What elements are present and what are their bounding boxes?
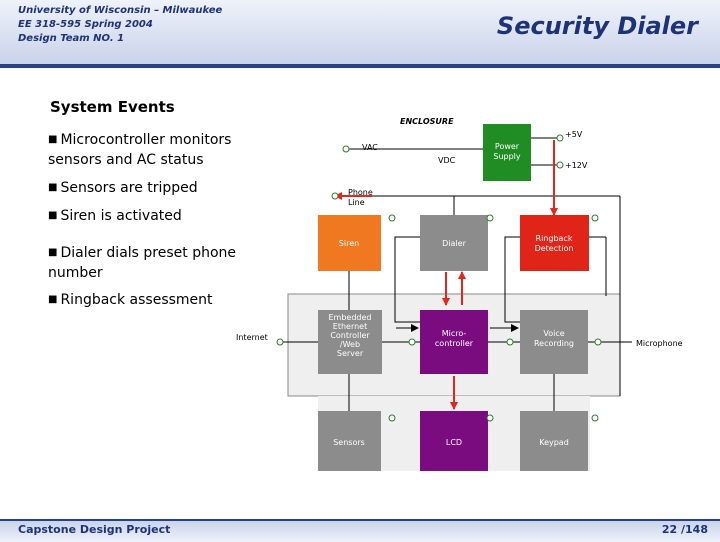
bullet-text: Dialer dials preset phone number [48,245,237,281]
bullet-text: Microcontroller monitors sensors and AC … [48,132,232,168]
footer-bar: Capstone Design Project 22 /148 [0,519,720,542]
header-rule [0,64,720,68]
header-bar [0,0,720,64]
lower-enclosure-extension [318,396,590,471]
sensors-label: Sensors [333,438,365,447]
vac-terminal [342,145,350,153]
course-info: University of Wisconsin – Milwaukee EE 3… [18,4,222,46]
micro-label: Micro-controller [435,329,474,348]
internet-label: Internet [236,333,268,342]
bullet-item: ■Dialer dials preset phone number [48,245,237,281]
bullet-item: ■Sensors are tripped [48,180,198,196]
lcd-terminal [486,414,494,422]
slide-title: Security Dialer [496,12,698,40]
siren-label: Siren [339,239,359,248]
siren-terminal [388,214,396,222]
sensors-terminal [388,414,396,422]
keypad-label: Keypad [539,438,569,447]
bullet-item: ■Ringback assessment [48,292,213,308]
voice-terminal [594,338,602,346]
dialer-label: Dialer [442,239,466,248]
phone-line-terminal [331,192,339,200]
vdc-label: VDC [438,156,456,165]
internet-terminal [276,338,284,346]
team-name: Design Team NO. 1 [18,33,125,44]
ringback-block [520,215,589,271]
v12-label: +12V [565,161,588,170]
lcd-block [420,411,488,471]
v12-terminal [556,161,564,169]
micro-block [420,310,488,374]
micro-left-terminal [408,338,416,346]
dialer-terminal [486,214,494,222]
lower-enclosure [287,293,621,397]
page-number: 22 /148 [661,523,708,536]
lcd-label: LCD [446,438,462,447]
bullet-text: Siren is activated [60,208,182,224]
vac-label: VAC [362,143,378,152]
ethernet-block [318,310,382,374]
bullet-text: Ringback assessment [60,292,213,308]
voice-block [520,310,588,374]
course-name: EE 318-595 Spring 2004 [18,19,153,30]
ringback-voice-link [504,236,520,323]
sensors-block [318,411,381,471]
micro-right-terminal [506,338,514,346]
ringback-terminal [591,214,599,222]
bullet-item: ■Microcontroller monitors sensors and AC… [48,132,232,168]
enclosure-label: ENCLOSURE [400,117,454,126]
bullet-item: ■Siren is activated [48,208,182,224]
dialer-block [420,215,488,271]
v5-terminal [556,134,564,142]
dialer-eth-link [394,236,420,323]
siren-block [318,215,381,271]
phone-line-label: Phone Line [348,188,375,207]
keypad-block [520,411,588,471]
v5-label: +5V [565,130,583,139]
footer-project-name: Capstone Design Project [18,523,171,536]
section-title: System Events [50,98,175,116]
bullet-text: Sensors are tripped [60,180,198,196]
keypad-terminal [591,414,599,422]
microphone-label: Microphone [636,339,683,348]
power-supply-block [483,124,531,181]
university-name: University of Wisconsin – Milwaukee [18,5,223,16]
